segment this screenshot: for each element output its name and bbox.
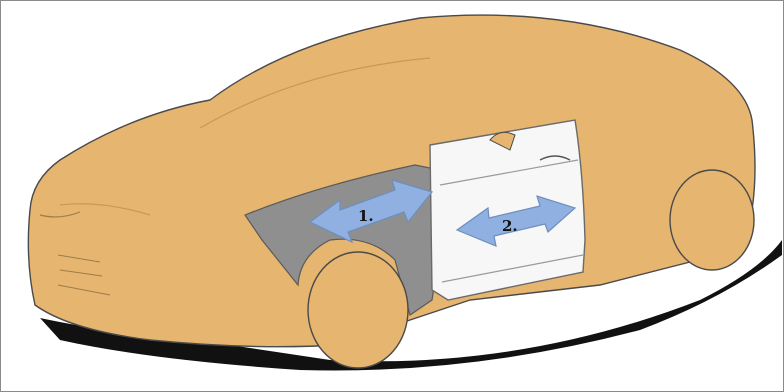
front-wheel [308, 252, 408, 368]
rear-wheel [670, 170, 754, 270]
callout-label-1: 1. [358, 207, 374, 225]
callout-label-2: 2. [502, 217, 518, 235]
